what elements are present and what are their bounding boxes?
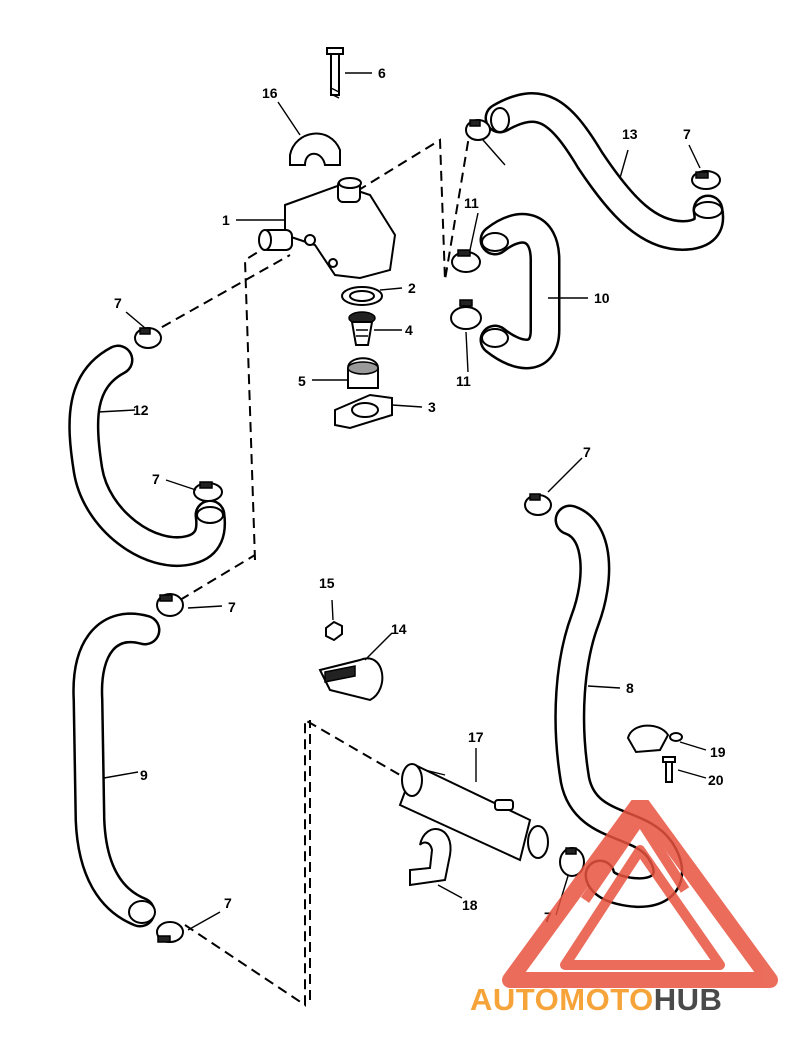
- callout-3: 3: [428, 399, 436, 415]
- hose-13: [484, 92, 725, 251]
- callout-1: 1: [222, 212, 230, 228]
- callout-6: 6: [378, 65, 386, 81]
- callout-7f: 7: [224, 895, 232, 911]
- callout-7d: 7: [583, 444, 591, 460]
- callout-10: 10: [594, 290, 610, 306]
- callout-7b: 7: [152, 471, 160, 487]
- callout-7a: 7: [114, 295, 122, 311]
- watermark-triangle-logo: [502, 800, 778, 988]
- hose-9: [72, 612, 161, 928]
- callout-11a: 11: [464, 195, 479, 211]
- thermostat-4: [348, 311, 376, 346]
- screw-20: [662, 756, 676, 783]
- callout-20: 20: [708, 772, 724, 788]
- callout-7c: 7: [683, 126, 691, 142]
- clamp-16: [289, 132, 341, 166]
- callout-15: 15: [319, 575, 335, 591]
- callout-17: 17: [468, 729, 484, 745]
- gasket-2: [341, 286, 383, 306]
- bracket-14: [318, 657, 384, 702]
- clamp-18: [409, 828, 452, 887]
- hose-clamp-7c: [465, 119, 491, 141]
- hose-clamp-7a: [134, 327, 162, 349]
- callout-14: 14: [391, 621, 407, 637]
- watermark-text: AUTOMOTOHUB: [470, 982, 722, 1017]
- sleeve-5: [347, 357, 379, 389]
- callout-9: 9: [140, 767, 148, 783]
- gasket-3: [334, 393, 393, 430]
- leader-lines: [97, 72, 707, 931]
- automotohub-watermark: AUTOMOTOHUB: [470, 800, 778, 1017]
- callout-5: 5: [298, 373, 306, 389]
- hose-clamp-7b: [193, 481, 223, 502]
- callout-12: 12: [133, 402, 149, 418]
- callout-19: 19: [710, 744, 726, 760]
- hose-clamp-7d: [691, 170, 721, 190]
- nut-15: [325, 620, 343, 642]
- hose-clamp-7g: [156, 921, 184, 943]
- heat-exchanger-17: [398, 763, 549, 862]
- callout-7e: 7: [228, 599, 236, 615]
- hose-clamp-7h: [559, 847, 585, 877]
- bolt-6: [326, 47, 344, 99]
- thermostat-housing: [258, 177, 397, 280]
- hose-10: [479, 212, 561, 370]
- callout-16: 16: [262, 85, 278, 101]
- callout-11b: 11: [456, 373, 471, 389]
- hose-8: [554, 504, 684, 909]
- hose-12: [68, 344, 227, 567]
- hose-clamp-7f: [156, 593, 184, 617]
- callout-13: 13: [622, 126, 638, 142]
- callout-8: 8: [626, 680, 634, 696]
- callout-2: 2: [408, 280, 416, 296]
- callout-18: 18: [462, 897, 478, 913]
- assembly-dashed-lines: [147, 129, 471, 1007]
- callout-4: 4: [405, 322, 413, 338]
- hose-clamp-11a: [451, 249, 481, 273]
- clamp-19: [626, 724, 683, 754]
- hose-clamp-11b: [450, 299, 482, 330]
- hose-clamp-7e: [524, 493, 552, 516]
